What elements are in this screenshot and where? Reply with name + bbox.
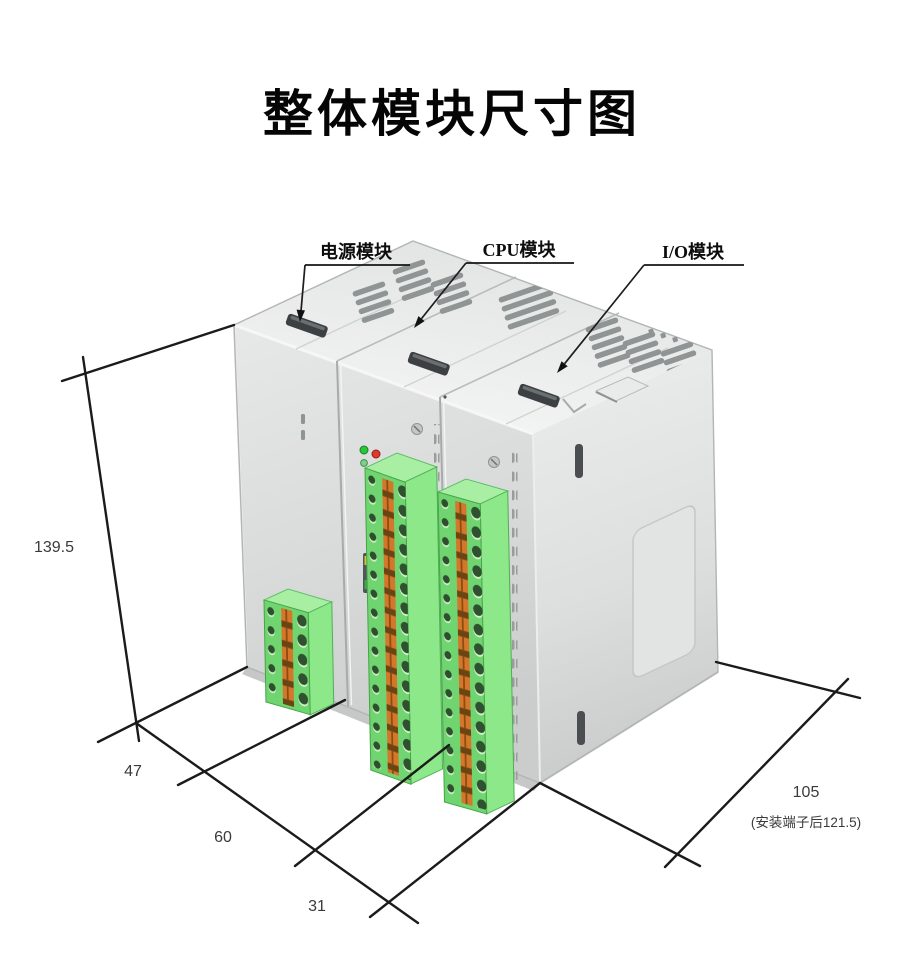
extension-seam-2 [293,743,451,868]
page-title: 整体模块尺寸图 [263,86,641,142]
power-callout-leader [300,264,306,312]
power-front-slot-2 [301,430,305,440]
power-module-label: 电源模块 [320,241,393,262]
din-tab-shadow [595,391,618,403]
extension-front-corner [368,781,542,919]
io-callout-leader [563,264,645,365]
dimension-lines [60,323,862,925]
extension-seam-1 [176,698,347,787]
extension-depth-far [714,660,862,700]
power-arrowhead-icon [296,309,305,322]
dimension-chain-front [134,721,420,925]
dim-cpu-width-value: 60 [214,829,232,846]
extension-top-left [60,323,236,383]
dimension-values: 139.5 47 60 31 105 (安装端子后121.5) [34,539,861,915]
cpu-callout-leader [420,262,467,320]
side-slot-upper [575,444,583,478]
top-front-bevel [233,323,534,436]
io-module-label: I/O模块 [662,241,725,262]
dim-depth-value: 105 [793,784,820,801]
cpu-terminal-block [363,452,444,786]
extension-depth-near [538,781,702,868]
io-terminal-block [436,478,515,815]
cpu-arrowhead-icon [414,316,425,328]
dimension-line-height [81,355,141,743]
side-recess-rect [632,505,696,678]
dim-height-value: 139.5 [34,539,74,556]
io-screw [488,456,500,468]
cpu-module-callout: CPU模块 [414,239,574,328]
io-arrowhead-icon [557,361,568,373]
cpu-module-label: CPU模块 [483,239,557,260]
dimension-line-depth [663,677,850,869]
power-terminal-block [262,588,335,716]
top-seam-dot [443,395,447,399]
top-seam-power-cpu [336,276,517,362]
io-top-slot [517,383,560,408]
vent-slots [352,258,700,375]
power-top-slot [285,313,328,338]
dim-power-width-value: 47 [124,763,142,780]
io-module-callout: I/O模块 [557,241,744,373]
side-slot-lower [577,711,585,745]
seam-power-cpu-highlight [339,359,353,706]
cpu-status-leds [359,445,381,467]
seam-power-cpu [336,360,349,708]
dim-depth-note: (安装端子后121.5) [751,815,861,830]
power-front-slot-1 [301,414,305,424]
io-front-vent-column [512,450,518,780]
dim-io-width-value: 31 [308,898,326,915]
cpu-screw [411,423,423,435]
cpu-cover-line [403,310,567,388]
edge-notch [562,398,587,414]
power-module-callout: 电源模块 [296,241,410,322]
cpu-top-slot [407,351,450,376]
extension-bottom-left [96,665,249,744]
module-top-face [234,241,712,434]
front-right-bevel [532,433,541,784]
